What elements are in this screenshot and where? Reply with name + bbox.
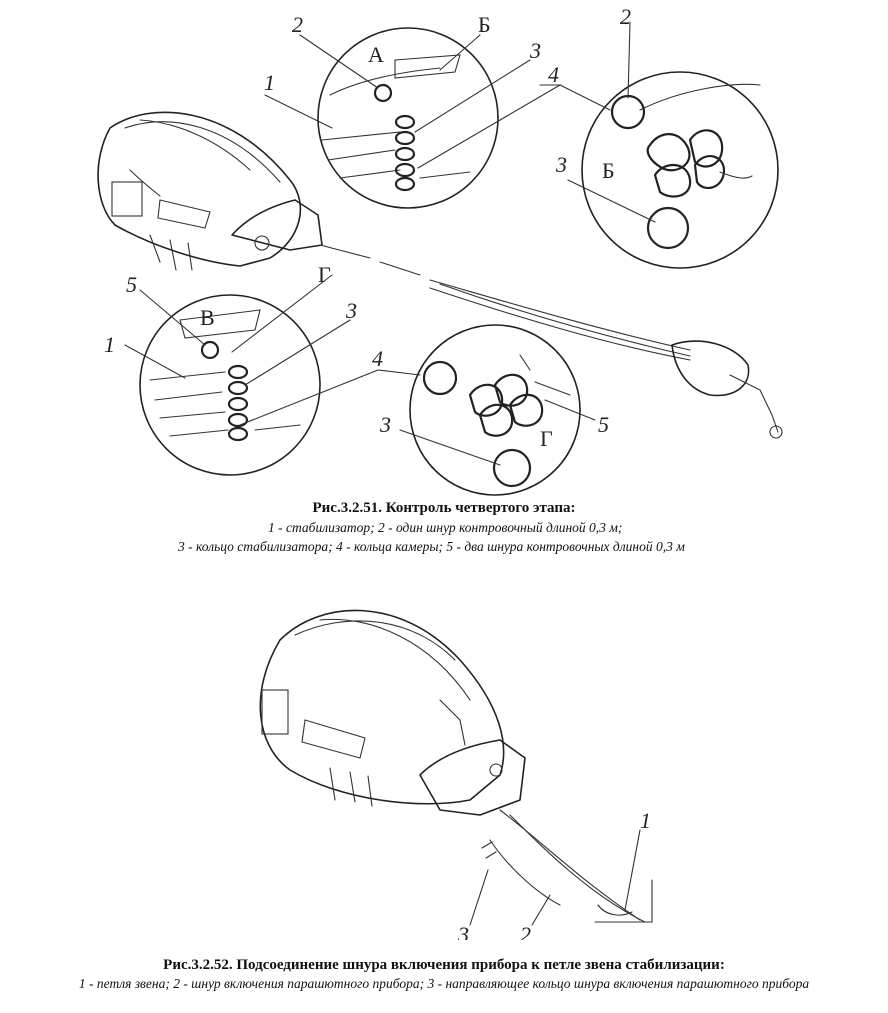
callout-3-fig2: 3: [457, 922, 469, 940]
figure-3-2-51-legend-line-2: 3 - кольцо стабилизатора; 4 - кольца кам…: [178, 539, 685, 554]
figure-3-2-51-legend-line-1: 1 - стабилизатор; 2 - один шнур контрово…: [268, 520, 623, 535]
detail-circle-v: [139, 294, 321, 476]
figure-3-2-52-title: Рис.3.2.52. Подсоединение шнура включени…: [163, 957, 725, 973]
callout-v: В: [200, 305, 215, 330]
callout-b-zoom: Б: [602, 158, 615, 183]
callout-1-left: 1: [104, 332, 115, 357]
callout-g: Г: [318, 262, 331, 287]
figure-3-2-51-illustration: 1 2 А Б 3 4 2 3 Б 5 В 1 Г 3 4 3 Г 5: [97, 4, 783, 496]
callout-a: А: [368, 42, 384, 67]
callout-3-zoom-g: 3: [379, 412, 391, 437]
callout-b: Б: [478, 12, 491, 37]
callout-2-zoom-b: 2: [620, 4, 631, 29]
figure-3-2-52-legend-line: 1 - петля звена; 2 - шнур включения пара…: [78, 976, 810, 991]
callout-3-top: 3: [529, 38, 541, 63]
stabilization-link-drawing: [469, 809, 653, 926]
callout-2-fig2: 2: [520, 922, 531, 940]
parachute-pack-drawing-2: [259, 609, 526, 816]
callout-3-mid: 3: [345, 298, 357, 323]
stabilizer-link-drawing: [319, 244, 783, 439]
figure-3-2-51-title: Рис.3.2.51. Контроль четвертого этапа:: [312, 500, 576, 516]
callout-2-top: 2: [292, 12, 303, 37]
callout-4-mid: 4: [372, 346, 383, 371]
callout-g-zoom: Г: [540, 426, 553, 451]
parachute-pack-drawing: [97, 111, 323, 271]
callout-4-top: 4: [548, 62, 559, 87]
detail-circle-a: [317, 27, 499, 209]
callout-1-fig2: 1: [640, 808, 651, 833]
callout-1-top: 1: [264, 70, 275, 95]
detail-circle-b: [581, 71, 779, 269]
detail-circle-g: [409, 324, 581, 496]
callout-5-left: 5: [126, 272, 137, 297]
callout-3-zoom-b: 3: [555, 152, 567, 177]
figure-3-2-52-illustration: 1 2 3: [259, 609, 653, 940]
leader-lines: [124, 21, 656, 466]
callout-5-zoom-g: 5: [598, 412, 609, 437]
